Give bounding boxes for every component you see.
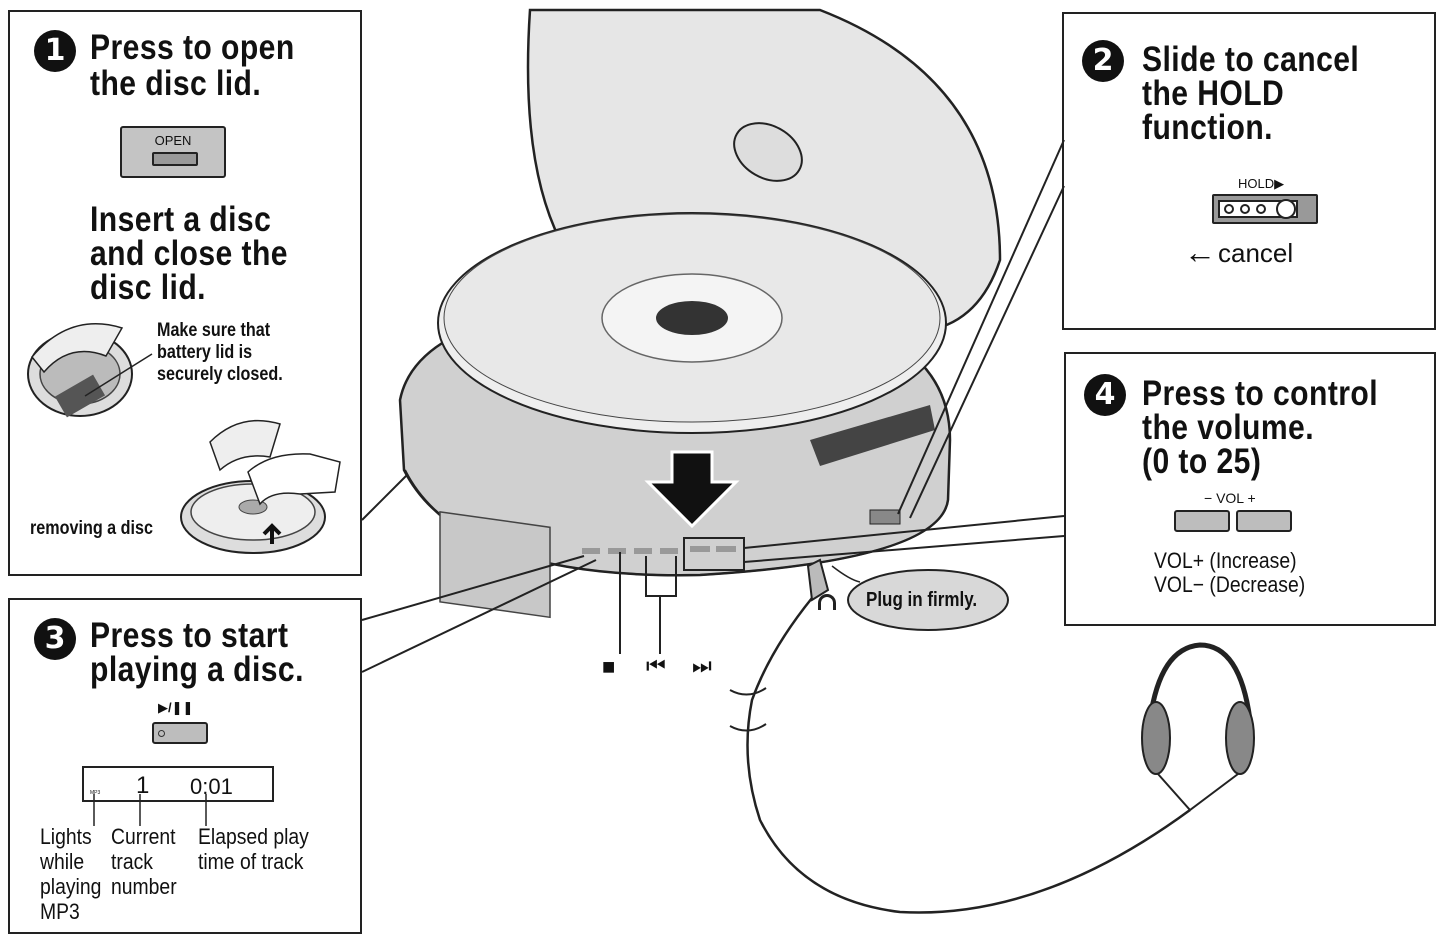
step4-title-line3: (0 to 25) [1142,442,1262,481]
cancel-arrow-icon: ← [1184,234,1216,270]
cancel-label: cancel [1218,238,1294,268]
headphone-icon [818,594,836,610]
previous-track-icon: ⏮ [646,654,666,679]
insert-line3: disc lid. [90,268,206,307]
step1-panel: 1 Press to open the disc lid. OPEN Inser… [8,10,362,576]
step1-title-line2: the disc lid. [90,64,262,103]
removing-disc-label: removing a disc [30,518,153,539]
vol-minus-button[interactable] [1174,510,1230,532]
player-body-illustration [398,298,952,619]
step4-panel: 4 Press to control the volume. (0 to 25)… [1064,352,1436,626]
removing-disc-illustration [180,419,341,554]
hold-label: HOLD▶ [1238,176,1285,191]
step4-title-line1: Press to control [1142,374,1379,413]
callout-current-track: Current track number [111,824,177,899]
open-button[interactable]: OPEN [120,126,226,178]
step2-title-line1: Slide to cancel [1142,40,1360,79]
open-button-slot [152,152,198,166]
step3-panel: 3 Press to start playing a disc. ▶/❚❚ MP… [8,598,362,934]
front-buttons-illustration [582,537,745,654]
battery-note-line3: securely closed. [157,364,283,385]
lcd-elapsed-time: 0:01 [190,774,233,799]
insert-arrow-icon [644,450,740,529]
disc-illustration [437,212,947,434]
plug-in-label: Plug in firmly. [866,589,978,611]
play-pause-button[interactable] [152,722,208,744]
lcd-display: MP3 1 0:01 [82,766,274,802]
step1-badge: 1 [34,30,76,72]
disc-lid-illustration [526,8,1002,332]
battery-note-line1: Make sure that [157,320,271,341]
battery-lid-player-illustration [27,323,153,418]
step2-title-line3: function. [1142,108,1273,147]
next-track-icon: ⏭ [692,654,712,679]
hold-switch[interactable] [1212,194,1318,224]
stop-icon: ■ [602,654,616,679]
callout-mp3-light: Lights while playing MP3 [40,824,102,924]
insert-line2: and close the [90,234,288,273]
step3-badge: 3 [34,618,76,660]
step2-title-line2: the HOLD [1142,74,1285,113]
step1-illustrations [27,323,341,554]
hold-knob [1276,199,1296,219]
play-pause-label: ▶/❚❚ [158,700,194,715]
vol-label: − VOL + [1204,490,1256,506]
step1-title-line1: Press to open [90,28,295,67]
callout-elapsed-time: Elapsed play time of track [198,824,309,874]
lcd-mp3-indicator: MP3 [90,790,101,796]
lcd-callout-lines [93,794,207,826]
step3-title-line1: Press to start [90,616,289,655]
vol-plus-description: VOL+ (Increase) [1154,548,1297,573]
vol-plus-button[interactable] [1236,510,1292,532]
step2-badge: 2 [1082,40,1124,82]
lcd-track-number: 1 [136,772,150,799]
battery-note-line2: battery lid is [157,342,253,363]
step2-panel: 2 Slide to cancel the HOLD function. HOL… [1062,12,1436,330]
step3-title-line2: playing a disc. [90,650,304,689]
step4-badge: 4 [1084,374,1126,416]
insert-line1: Insert a disc [90,200,272,239]
step4-title-line2: the volume. [1142,408,1314,447]
vol-minus-description: VOL− (Decrease) [1154,572,1306,597]
open-button-label: OPEN [154,133,192,148]
